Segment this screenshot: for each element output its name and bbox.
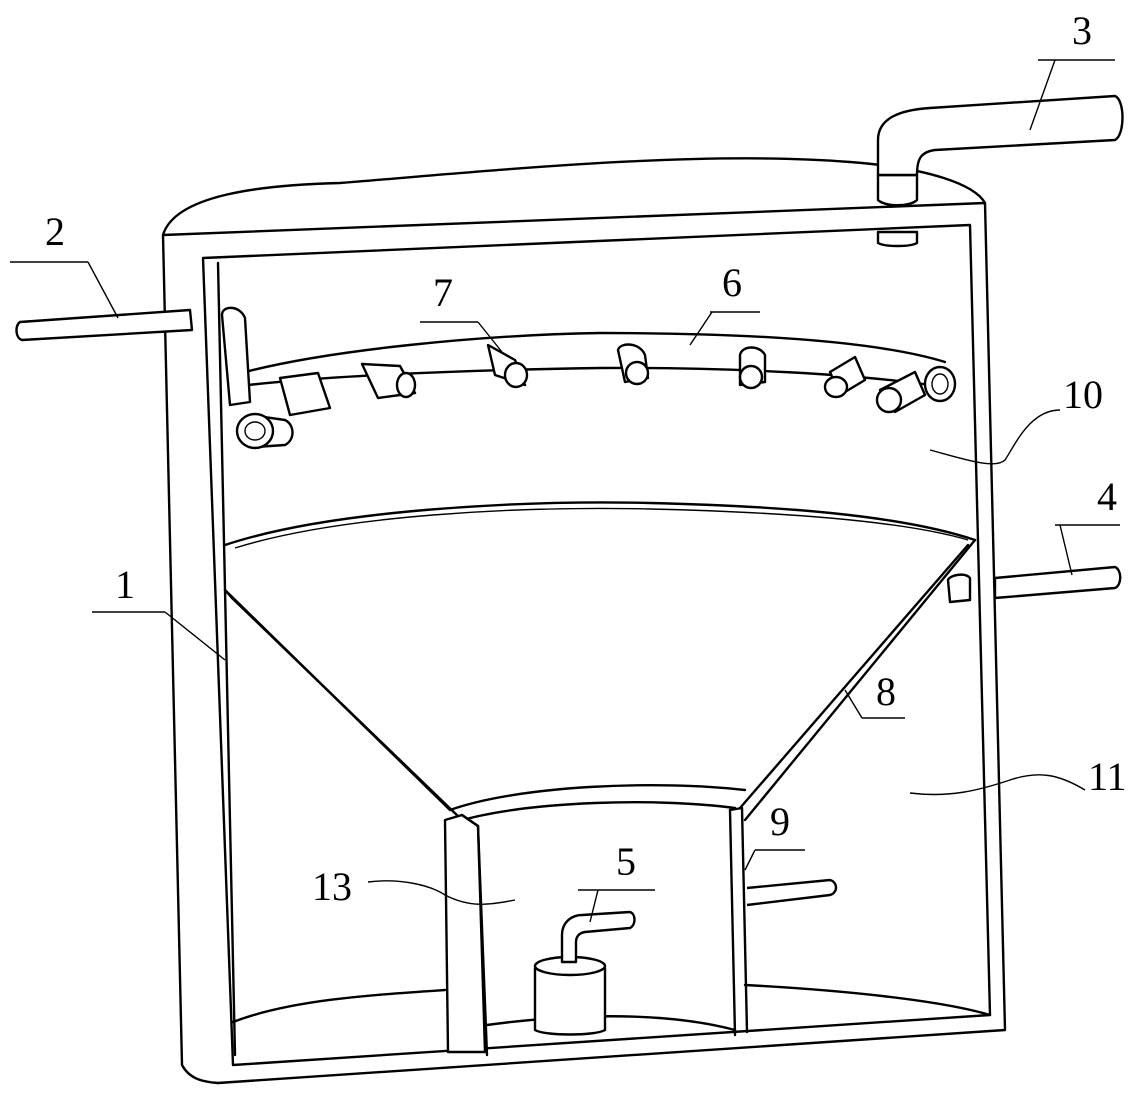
label-9: 9 [770, 799, 790, 844]
conical-baffle [223, 501, 977, 824]
nozzle [738, 346, 767, 390]
nozzle [278, 371, 332, 417]
inlet-pipe-2 [15, 308, 194, 342]
part-labels: 3 2 7 6 10 4 1 8 11 9 5 13 [45, 8, 1127, 909]
leader-lines [10, 59, 1120, 923]
label-6: 6 [722, 260, 742, 305]
label-2: 2 [45, 209, 65, 254]
label-4: 4 [1097, 474, 1117, 519]
spray-ring [220, 306, 957, 450]
nozzle [486, 343, 529, 389]
label-8: 8 [876, 669, 896, 714]
nozzle [875, 370, 927, 414]
label-7: 7 [433, 270, 453, 315]
nozzle [360, 362, 417, 400]
label-13: 13 [312, 864, 352, 909]
label-1: 1 [115, 562, 135, 607]
tank-bottom [231, 983, 992, 1032]
inner-cylinder [443, 806, 838, 1057]
nozzle [235, 412, 294, 450]
label-5: 5 [616, 839, 636, 884]
nozzle [616, 343, 650, 386]
label-10: 10 [1063, 372, 1103, 417]
label-11: 11 [1088, 754, 1127, 799]
label-3: 3 [1072, 8, 1092, 53]
outlet-pipe-3 [876, 94, 1124, 248]
nozzle [823, 355, 867, 399]
pump [533, 910, 636, 1036]
tank-shell [161, 157, 1007, 1085]
nozzle [923, 365, 957, 403]
side-pipe-4 [946, 565, 1122, 604]
